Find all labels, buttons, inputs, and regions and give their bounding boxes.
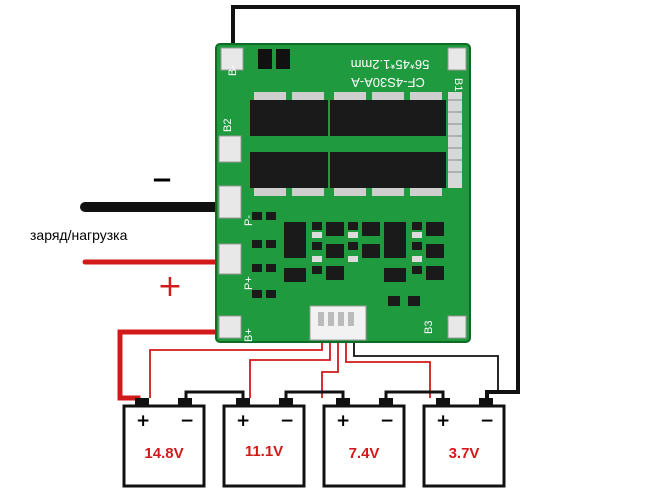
pad-p-minus (218, 185, 242, 219)
battery-cell-3-7v: + − 3.7V (422, 398, 506, 488)
pad-label-b3: B3 (423, 321, 435, 334)
mosfet-row-top (250, 92, 446, 136)
mosfet (406, 92, 446, 136)
cell-plus-sign: + (136, 411, 150, 431)
balance-wire-b4 (149, 340, 323, 398)
load-minus-sign: − (151, 165, 173, 195)
bms-board: CF-4S30A-A 56*45*1.2mm B- B1 B2 P- P+ B+… (215, 43, 471, 343)
pad-b1 (447, 47, 467, 71)
cell-minus-sign: − (380, 411, 394, 431)
shunt-resistor-2 (276, 49, 290, 69)
battery-cell-11-1v: + − 11.1V (222, 398, 306, 488)
pad-b2 (218, 135, 242, 163)
smd-components (252, 212, 444, 306)
pad-label-b-minus: B- (227, 65, 239, 76)
pad-b-plus (218, 315, 242, 339)
cell-voltage-label: 7.4V (349, 445, 380, 462)
mosfet (288, 92, 328, 136)
balance-connector (309, 305, 367, 341)
balance-wire-b3 (249, 340, 331, 398)
mosfet (368, 152, 408, 196)
cell-plus-sign: + (336, 411, 350, 431)
board-size-label: 56*45*1.2mm (351, 57, 430, 72)
load-plus-sign: + (157, 269, 182, 304)
mosfet (250, 92, 290, 136)
mosfet (330, 152, 370, 196)
shunt-resistor-1 (258, 49, 272, 69)
cell-minus-sign: − (480, 411, 494, 431)
cell-minus-sign: − (280, 411, 294, 431)
battery-cell-14-8v: + − 14.8V (122, 398, 206, 488)
series-links (184, 390, 445, 398)
pad-p-plus (218, 243, 242, 275)
smd-resistors (312, 232, 422, 262)
mosfet (288, 152, 328, 196)
pad-label-b1: B1 (452, 78, 464, 91)
pad-b3 (447, 315, 467, 339)
balance-wires (149, 340, 499, 398)
board-model-label: CF-4S30A-A (351, 75, 425, 90)
balance-wire-b1 (345, 340, 431, 398)
mosfet (406, 152, 446, 196)
pad-label-p-minus: P- (243, 215, 255, 226)
mosfet (250, 152, 290, 196)
mosfet-row-bottom (250, 152, 446, 196)
edge-resistor-strip (448, 92, 462, 188)
cell-plus-sign: + (436, 411, 450, 431)
mosfet (368, 92, 408, 136)
mosfet (330, 92, 370, 136)
pad-label-p-plus: P+ (243, 276, 255, 290)
cell-voltage-label: 3.7V (449, 445, 480, 462)
battery-cells: + − 14.8V + − 11.1V + − 7.4V + − (122, 398, 506, 488)
cell-plus-sign: + (236, 411, 250, 431)
battery-positive-main-wire (117, 329, 222, 408)
cell-voltage-label: 11.1V (245, 443, 283, 460)
load-label: заряд/нагрузка (30, 227, 128, 243)
pad-b-minus (220, 47, 244, 71)
battery-cell-7-4v: + − 7.4V (322, 398, 406, 488)
cell-voltage-label: 14.8V (144, 445, 183, 462)
balance-wire-b0 (353, 340, 499, 392)
balance-wire-b2 (321, 340, 339, 398)
pad-label-b2: B2 (222, 119, 234, 132)
cell-minus-sign: − (180, 411, 194, 431)
pad-label-b-plus: B+ (243, 328, 255, 342)
